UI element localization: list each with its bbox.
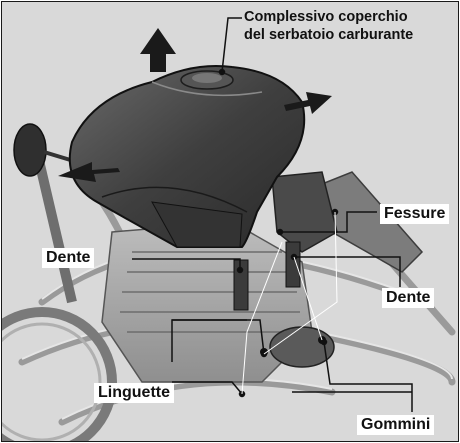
tooth-right-label: Dente (382, 288, 434, 308)
fuel-tank-cover-label-line1: Complessivo coperchio (244, 8, 413, 26)
tabs-label: Linguette (94, 383, 174, 403)
tooth-right-shape (286, 242, 300, 287)
slots-label: Fessure (380, 204, 449, 224)
arrow-up (140, 28, 176, 72)
fuel-tank-cover-label-line2: del serbatoio carburante (244, 26, 413, 44)
tooth-left-label: Dente (42, 248, 94, 268)
fuel-tank-cover-label: Complessivo coperchio del serbatoio carb… (244, 8, 413, 44)
grommets-label: Gommini (357, 415, 434, 435)
